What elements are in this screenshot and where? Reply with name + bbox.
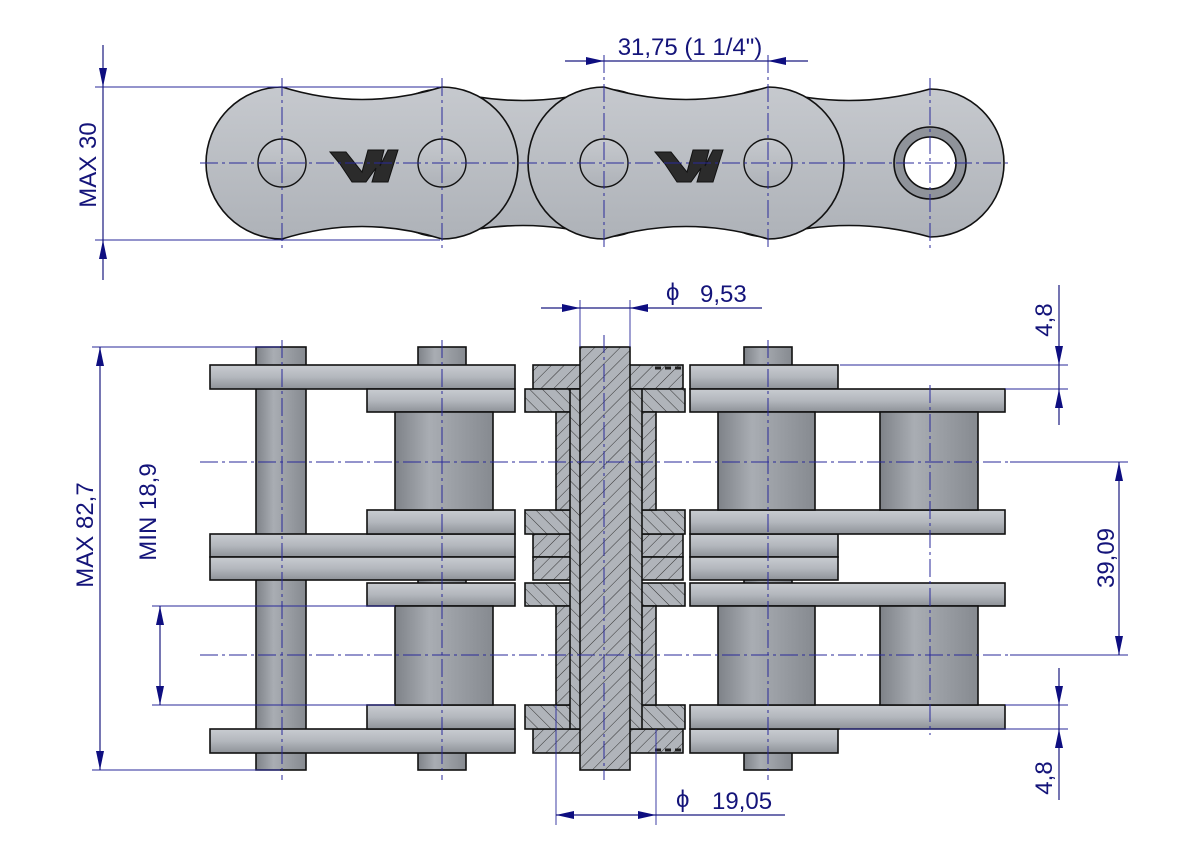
dimension-roller-diameter: ϕ 19,05: [555, 705, 785, 825]
pin-diameter-label: 9,53: [700, 281, 747, 308]
max-height-label: MAX 30: [75, 122, 102, 207]
inner-plate: [366, 582, 516, 607]
transverse-pitch-label: 39,09: [1093, 528, 1120, 588]
pin-section: [579, 346, 631, 771]
pitch-label: 31,75 (1 1/4"): [618, 34, 763, 61]
dimension-plate-thickness-top: 4,8: [840, 285, 1068, 425]
inner-plate: [689, 582, 1006, 607]
dimension-pitch: 31,75 (1 1/4"): [565, 34, 808, 65]
inner-plate: [366, 509, 516, 535]
dimension-max-height: MAX 30: [75, 45, 440, 280]
inner-plate: [689, 509, 1006, 535]
middle-plate: [209, 533, 516, 558]
middle-plate: [689, 533, 839, 558]
inner-plate: [689, 388, 1006, 413]
logo-w-icon: [328, 149, 399, 183]
roller: [879, 411, 979, 511]
dimension-pin-diameter: ϕ 9,53: [541, 279, 762, 347]
roller: [717, 411, 816, 511]
max-width-label: MAX 82,7: [72, 482, 99, 587]
outer-plate: [209, 364, 516, 390]
inner-plate: [366, 388, 516, 413]
top-view: [200, 55, 1010, 250]
dimension-min-inner-width: MIN 18,9: [135, 463, 395, 706]
section-view: [524, 346, 686, 771]
side-view: [200, 335, 1010, 780]
outer-plate: [689, 728, 839, 754]
plate-thickness-bottom-label: 4,8: [1031, 761, 1058, 794]
logo-w-icon: [653, 149, 724, 183]
middle-plate: [209, 556, 516, 581]
diameter-symbol: ϕ: [676, 786, 689, 813]
inner-plate: [366, 704, 516, 730]
dimension-transverse-pitch: 39,09: [1010, 461, 1128, 656]
roller: [394, 411, 494, 511]
dimension-max-width: MAX 82,7: [72, 346, 280, 771]
diameter-symbol: ϕ: [666, 279, 679, 306]
plate-thickness-top-label: 4,8: [1031, 303, 1058, 336]
middle-plate: [689, 556, 839, 581]
dimension-plate-thickness-bottom: 4,8: [840, 668, 1068, 800]
min-inner-width-label: MIN 18,9: [135, 463, 162, 560]
outer-plate: [689, 364, 839, 390]
outer-plate: [209, 728, 516, 754]
inner-plate: [689, 704, 1006, 730]
roller-diameter-label: 19,05: [712, 788, 772, 815]
